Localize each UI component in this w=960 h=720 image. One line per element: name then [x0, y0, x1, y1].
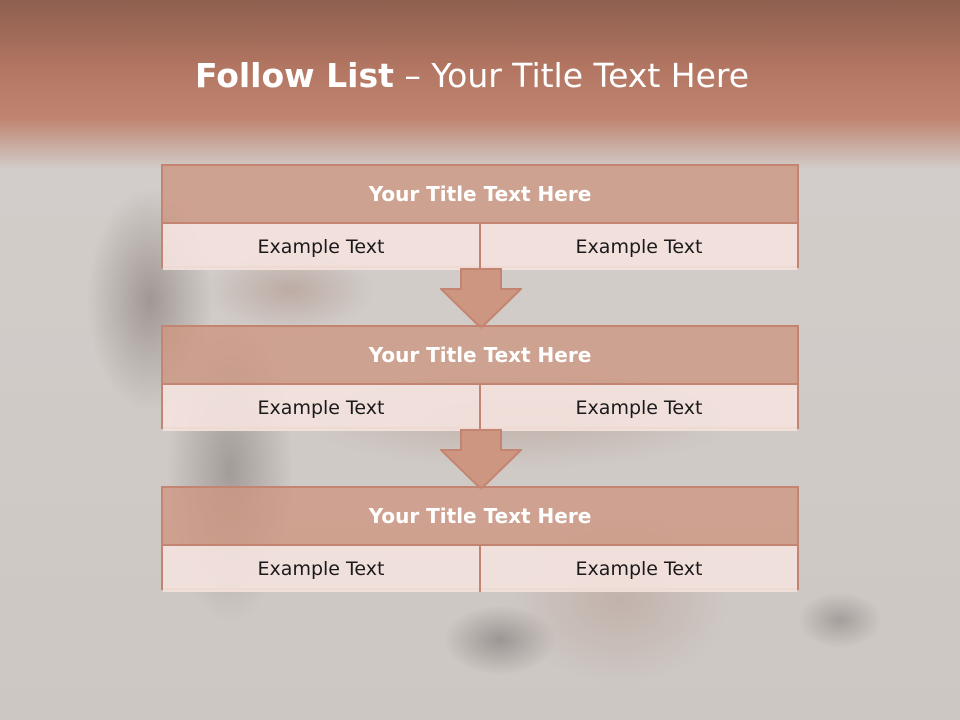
step-cell-right: Example Text — [479, 546, 797, 592]
header-banner — [0, 0, 960, 170]
step-title: Your Title Text Here — [163, 166, 797, 224]
step-row: Example Text Example Text — [163, 385, 797, 431]
step-cell-left: Example Text — [257, 397, 385, 419]
step-cell-right: Example Text — [479, 224, 797, 270]
step-row: Example Text Example Text — [163, 224, 797, 270]
step-cell-left: Example Text — [257, 558, 385, 580]
step-box-2: Your Title Text Here Example Text Exampl… — [161, 325, 799, 431]
down-arrow-icon — [440, 429, 522, 491]
down-arrow-icon — [440, 268, 522, 330]
slide-title-bold: Follow List — [194, 56, 394, 95]
step-cell-right: Example Text — [479, 385, 797, 431]
step-title: Your Title Text Here — [163, 327, 797, 385]
step-title: Your Title Text Here — [163, 488, 797, 546]
step-box-1: Your Title Text Here Example Text Exampl… — [161, 164, 799, 270]
step-cell-left: Example Text — [257, 236, 385, 258]
step-row: Example Text Example Text — [163, 546, 797, 592]
step-box-3: Your Title Text Here Example Text Exampl… — [161, 486, 799, 592]
slide-title: Follow List – Your Title Text Here — [0, 55, 944, 97]
slide-title-rest: – Your Title Text Here — [393, 56, 750, 95]
